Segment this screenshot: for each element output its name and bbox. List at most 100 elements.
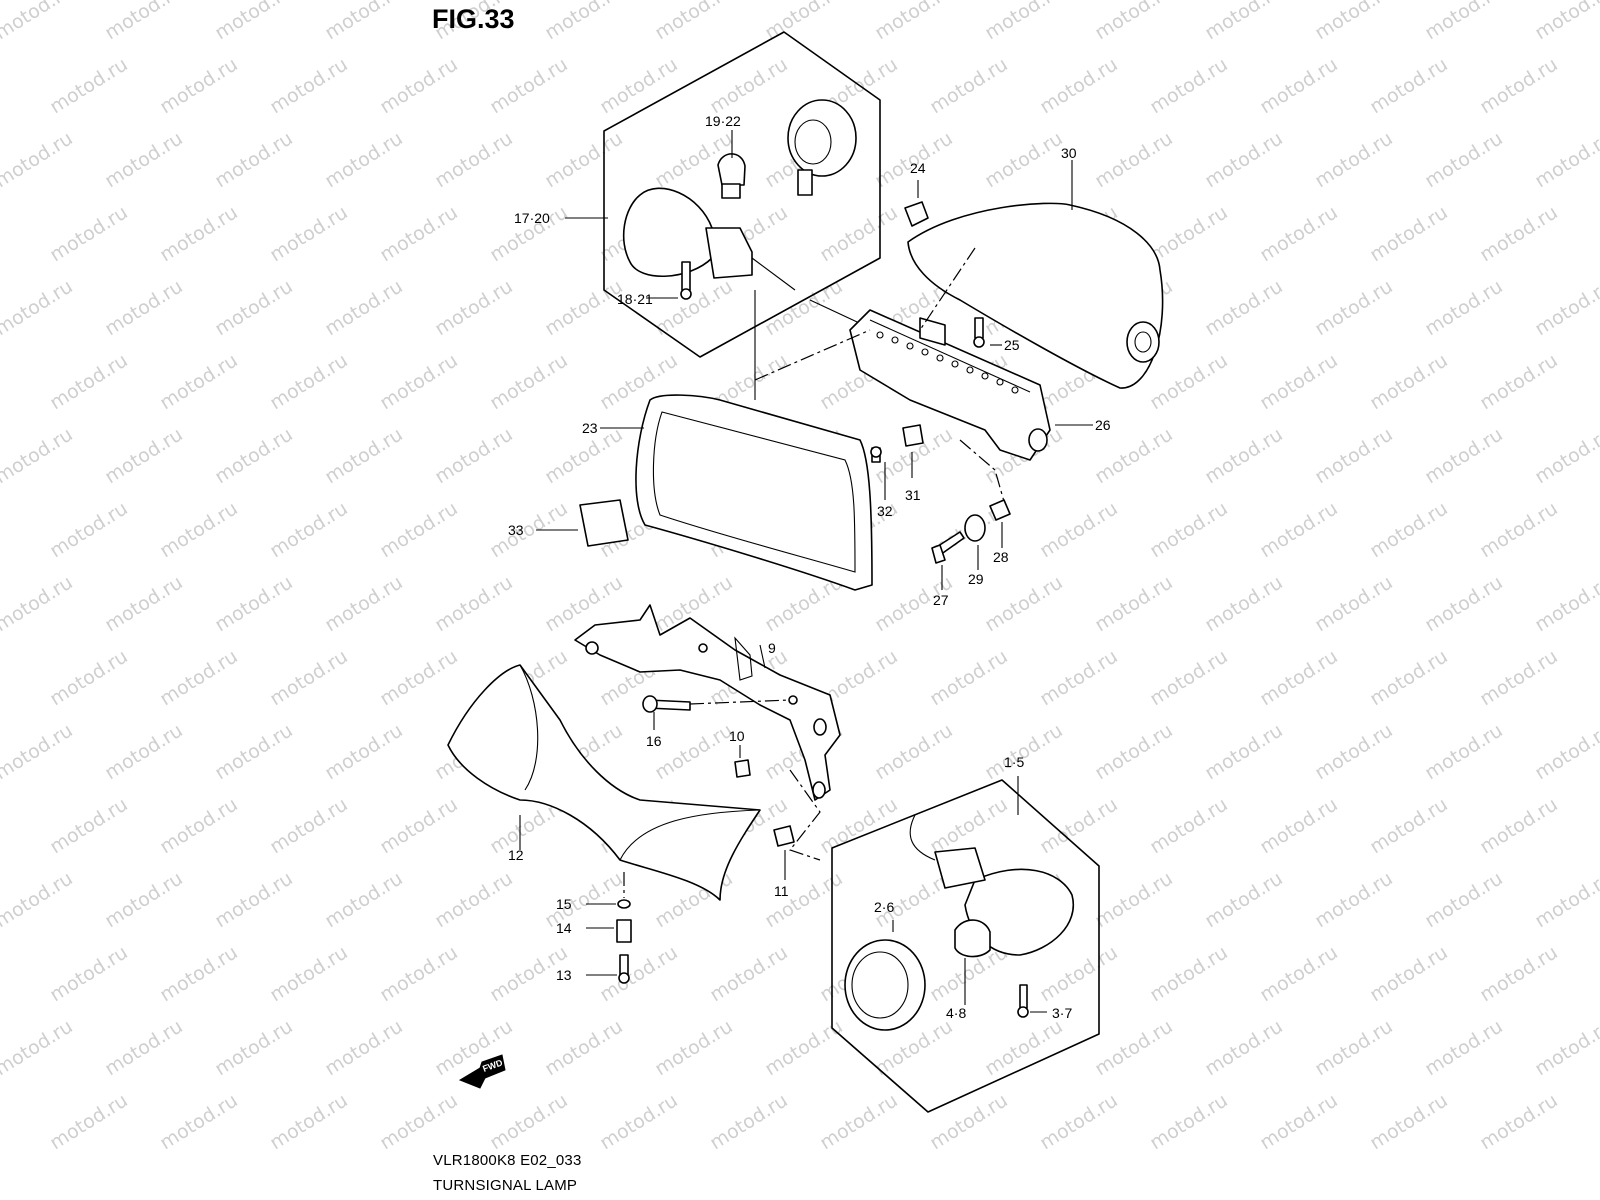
watermark-text: motod.ru: [266, 645, 352, 710]
front-bulb: [954, 919, 991, 958]
watermark-text: motod.ru: [1366, 349, 1452, 414]
watermark-text: motod.ru: [46, 53, 132, 118]
watermark-text: motod.ru: [46, 645, 132, 710]
rear-bracket: [849, 309, 1051, 461]
watermark-text: motod.ru: [1366, 793, 1452, 858]
callout-33: 33: [508, 522, 524, 538]
watermark-text: motod.ru: [211, 571, 297, 636]
watermark-text: motod.ru: [266, 1089, 352, 1154]
watermark-text: motod.ru: [1091, 0, 1177, 44]
watermark-text: motod.ru: [1476, 349, 1562, 414]
callout-12: 12: [508, 847, 524, 863]
watermark-text: motod.ru: [1146, 1089, 1232, 1154]
rear-turnsignal-group: [565, 31, 881, 400]
watermark-text: motod.ru: [486, 349, 572, 414]
watermark-text: motod.ru: [321, 423, 407, 488]
washer-15: [617, 899, 631, 909]
watermark-text: motod.ru: [431, 867, 517, 932]
front-screw: [1019, 984, 1028, 1009]
watermark-text: motod.ru: [541, 1015, 627, 1080]
watermark-text: motod.ru: [46, 201, 132, 266]
callout-3-7: 3·7: [1052, 1005, 1072, 1021]
washer-29: [964, 514, 986, 542]
watermark-text: motod.ru: [376, 349, 462, 414]
watermark-text: motod.ru: [926, 645, 1012, 710]
watermark-text: motod.ru: [321, 719, 407, 784]
watermark-text: motod.ru: [321, 275, 407, 340]
watermark-text: motod.ru: [431, 423, 517, 488]
watermark-text: motod.ru: [1366, 645, 1452, 710]
callout-14: 14: [556, 920, 572, 936]
watermark-text: motod.ru: [1146, 349, 1232, 414]
callout-18-21: 18·21: [617, 291, 653, 307]
callout-4-8: 4·8: [946, 1005, 966, 1021]
watermark-text: motod.ru: [1091, 719, 1177, 784]
rear-screw: [681, 261, 691, 291]
watermark-text: motod.ru: [1311, 719, 1397, 784]
watermark-text: motod.ru: [1421, 867, 1507, 932]
watermark-text: motod.ru: [1201, 719, 1287, 784]
watermark-text: motod.ru: [431, 275, 517, 340]
watermark-text: motod.ru: [1531, 1015, 1600, 1080]
watermark-text: motod.ru: [1036, 1089, 1122, 1154]
watermark-text: motod.ru: [211, 127, 297, 192]
watermark-text: motod.ru: [321, 1015, 407, 1080]
watermark-text: motod.ru: [211, 867, 297, 932]
watermark-text: motod.ru: [596, 1089, 682, 1154]
watermark-text: motod.ru: [0, 719, 77, 784]
watermark-text: motod.ru: [1201, 127, 1287, 192]
watermark-text: motod.ru: [376, 941, 462, 1006]
watermark-text: motod.ru: [1366, 201, 1452, 266]
watermark-text: motod.ru: [156, 53, 242, 118]
callout-24: 24: [910, 160, 926, 176]
watermark-text: motod.ru: [1091, 423, 1177, 488]
callout-13: 13: [556, 967, 572, 983]
callout-15: 15: [556, 896, 572, 912]
callout-17-20: 17·20: [514, 210, 550, 226]
callout-27: 27: [933, 592, 949, 608]
watermark-text: motod.ru: [0, 275, 77, 340]
watermark-text: motod.ru: [486, 53, 572, 118]
callout-26: 26: [1095, 417, 1111, 433]
watermark-text: motod.ru: [1421, 423, 1507, 488]
watermark-text: motod.ru: [926, 1089, 1012, 1154]
watermark-text: motod.ru: [1531, 0, 1600, 44]
watermark-text: motod.ru: [321, 127, 407, 192]
watermark-text: motod.ru: [1036, 645, 1122, 710]
front-turnsignal-cover: [447, 664, 761, 901]
watermark-text: motod.ru: [46, 793, 132, 858]
watermark-text: motod.ru: [211, 719, 297, 784]
callout-25: 25: [1004, 337, 1020, 353]
watermark-text: motod.ru: [596, 941, 682, 1006]
watermark-text: motod.ru: [1311, 571, 1397, 636]
watermark-text: motod.ru: [211, 1015, 297, 1080]
watermark-text: motod.ru: [321, 867, 407, 932]
watermark-text: motod.ru: [156, 349, 242, 414]
callout-1-5: 1·5: [1004, 754, 1024, 770]
watermark-text: motod.ru: [211, 423, 297, 488]
watermark-text: motod.ru: [1201, 867, 1287, 932]
watermark-text: motod.ru: [46, 941, 132, 1006]
watermark-text: motod.ru: [1256, 941, 1342, 1006]
license-frame: [635, 394, 873, 591]
watermark-text: motod.ru: [266, 497, 352, 562]
watermark-text: motod.ru: [1091, 867, 1177, 932]
watermark-text: motod.ru: [981, 571, 1067, 636]
nut-11: [773, 825, 795, 847]
watermark-text: motod.ru: [101, 867, 187, 932]
callout-29: 29: [968, 571, 984, 587]
watermark-text: motod.ru: [1201, 1015, 1287, 1080]
rear-bulb: [717, 153, 746, 186]
watermark-text: motod.ru: [376, 201, 462, 266]
watermark-text: motod.ru: [1311, 867, 1397, 932]
watermark-text: motod.ru: [266, 53, 352, 118]
watermark-text: motod.ru: [1256, 201, 1342, 266]
watermark-text: motod.ru: [1036, 497, 1122, 562]
watermark-text: motod.ru: [1531, 275, 1600, 340]
watermark-text: motod.ru: [1531, 423, 1600, 488]
callout-labels: 19·22 17·20 18·21 24 30 25 23 26 31 32 3…: [508, 113, 1111, 1021]
relay-33: [579, 499, 629, 547]
watermark-text: motod.ru: [266, 201, 352, 266]
watermark-text: motod.ru: [266, 349, 352, 414]
watermark-text: motod.ru: [1366, 53, 1452, 118]
